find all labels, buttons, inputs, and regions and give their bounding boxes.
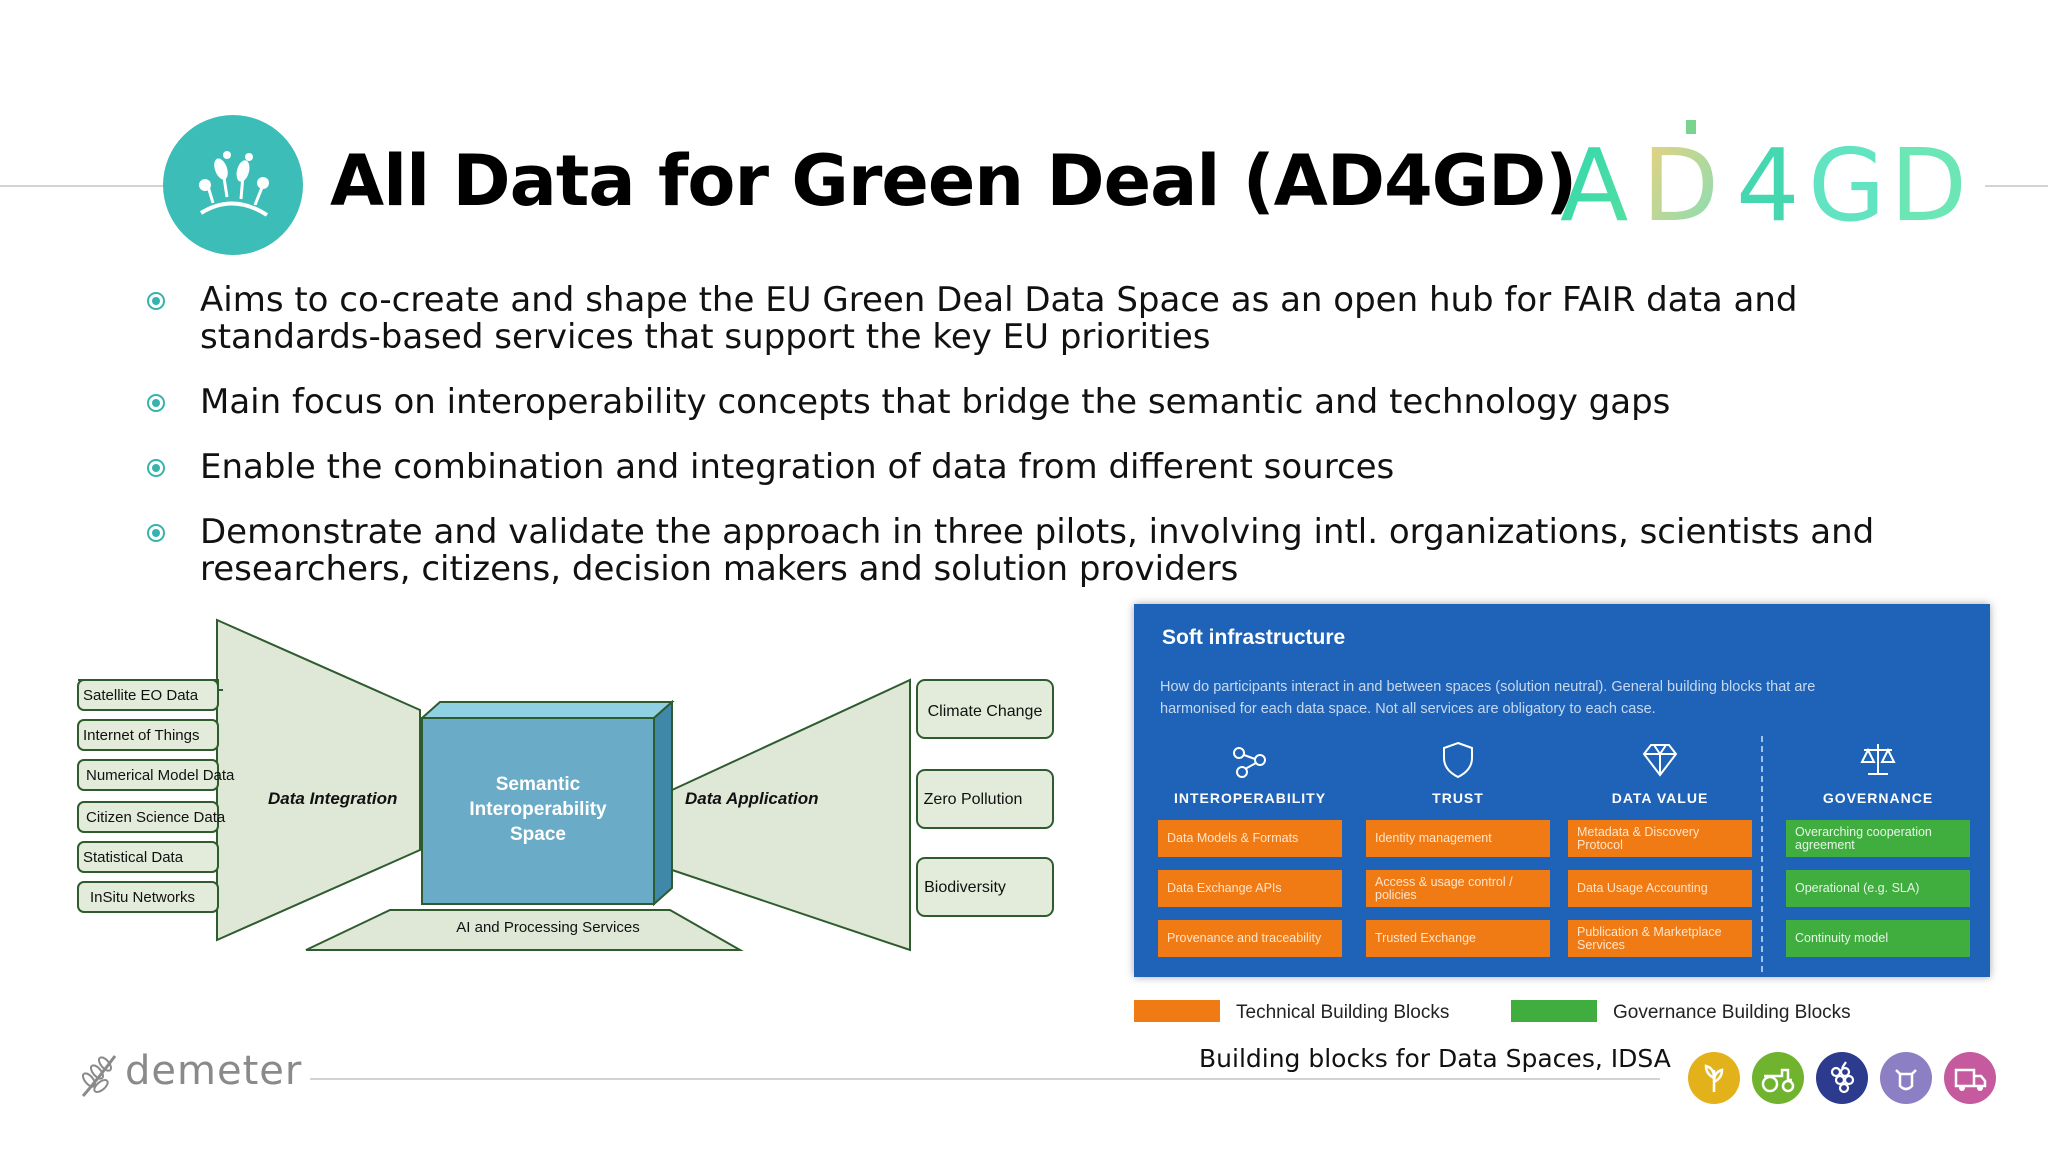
logo-letter-d: D bbox=[1642, 127, 1719, 230]
logo-letter-g: G bbox=[1808, 127, 1886, 230]
column-divider bbox=[1761, 736, 1763, 972]
bullet-text: Demonstrate and validate the approach in… bbox=[200, 512, 1875, 589]
leaf-badge-icon bbox=[163, 115, 303, 255]
tractor-icon bbox=[1752, 1052, 1804, 1104]
building-block: Identity management bbox=[1366, 820, 1550, 857]
input-statistical-label: Statistical Data bbox=[83, 849, 184, 866]
wheat-icon bbox=[81, 1055, 117, 1097]
diamond-icon bbox=[1568, 740, 1752, 786]
column-heading: DATA VALUE bbox=[1611, 790, 1709, 806]
bullet-item: Enable the combination and integration o… bbox=[145, 449, 1905, 486]
bullet-dot-icon bbox=[147, 524, 165, 542]
bullet-dot-icon bbox=[147, 459, 165, 477]
infra-description: How do participants interact in and betw… bbox=[1160, 679, 1816, 717]
legend-swatch-technical bbox=[1134, 1000, 1220, 1022]
building-block: Provenance and traceability bbox=[1158, 920, 1342, 957]
ad4gd-logo: A D 4 G D bbox=[1560, 120, 1980, 244]
grapes-icon bbox=[1816, 1052, 1868, 1104]
truck-icon bbox=[1944, 1052, 1996, 1104]
bullet-text: Main focus on interoperability concepts … bbox=[200, 382, 1671, 422]
center-line-3: Space bbox=[510, 824, 566, 845]
legend-label-governance: Governance Building Blocks bbox=[1613, 1002, 1851, 1023]
building-block: Publication & Marketplace Services bbox=[1568, 920, 1752, 957]
input-iot-label: Internet of Things bbox=[83, 727, 199, 744]
column-heading: GOVERNANCE bbox=[1822, 790, 1934, 806]
building-block: Overarching cooperation agreement bbox=[1786, 820, 1970, 857]
input-satellite-label: Satellite EO Data bbox=[83, 687, 199, 704]
center-line-1: Semantic bbox=[496, 774, 581, 795]
bullet-dot-icon bbox=[147, 292, 165, 310]
input-insitu-label: InSitu Networks bbox=[90, 889, 195, 906]
crop-icon bbox=[1688, 1052, 1740, 1104]
share-icon bbox=[1158, 740, 1342, 786]
footer-rule bbox=[310, 1078, 1660, 1080]
demeter-wordmark: demeter bbox=[125, 1048, 303, 1094]
building-block: Data Exchange APIs bbox=[1158, 870, 1342, 907]
data-application-label: Data Application bbox=[685, 789, 819, 808]
interoperability-diagram: Satellite EO Data Internet of Things Num… bbox=[60, 600, 1060, 980]
output-biodiversity-label: Biodiversity bbox=[924, 879, 1006, 896]
building-block: Continuity model bbox=[1786, 920, 1970, 957]
infra-title: Soft infrastructure bbox=[1162, 626, 1346, 649]
bullet-item: Main focus on interoperability concepts … bbox=[145, 384, 1905, 421]
output-pollution-label: Zero Pollution bbox=[924, 791, 1023, 808]
building-block: Operational (e.g. SLA) bbox=[1786, 870, 1970, 907]
ai-services-label: AI and Processing Services bbox=[456, 919, 639, 936]
logo-digit-4: 4 bbox=[1736, 127, 1800, 230]
input-model-label: Numerical Model Data bbox=[86, 767, 235, 784]
bullet-item: Demonstrate and validate the approach in… bbox=[145, 514, 1905, 588]
data-integration-label: Data Integration bbox=[268, 789, 397, 808]
demeter-logo: demeter bbox=[75, 1048, 301, 1108]
logo-letter-a: A bbox=[1560, 127, 1628, 230]
page-title: All Data for Green Deal (AD4GD) bbox=[330, 140, 1577, 222]
building-block: Access & usage control / policies bbox=[1366, 870, 1550, 907]
legend-swatch-governance bbox=[1511, 1000, 1597, 1022]
bullet-dot-icon bbox=[147, 394, 165, 412]
column-heading: TRUST bbox=[1432, 790, 1484, 806]
output-climate-label: Climate Change bbox=[928, 703, 1043, 720]
center-line-2: Interoperability bbox=[469, 799, 607, 820]
legend-label-technical: Technical Building Blocks bbox=[1236, 1002, 1450, 1023]
soft-infrastructure-panel: Soft infrastructure How do participants … bbox=[1134, 604, 1990, 977]
logo-letter-d2: D bbox=[1890, 127, 1967, 230]
header-rule-right bbox=[1985, 185, 2048, 187]
bullet-text: Aims to co-create and shape the EU Green… bbox=[200, 280, 1798, 357]
bullet-list: Aims to co-create and shape the EU Green… bbox=[145, 282, 1905, 616]
bullet-text: Enable the combination and integration o… bbox=[200, 447, 1395, 487]
building-block: Metadata & Discovery Protocol bbox=[1568, 820, 1752, 857]
bullet-item: Aims to co-create and shape the EU Green… bbox=[145, 282, 1905, 356]
cattle-icon bbox=[1880, 1052, 1932, 1104]
column-heading: INTEROPERABILITY bbox=[1173, 790, 1327, 806]
building-block: Data Models & Formats bbox=[1158, 820, 1342, 857]
scales-icon bbox=[1786, 740, 1970, 786]
input-citizen-label: Citizen Science Data bbox=[86, 809, 226, 826]
building-block: Data Usage Accounting bbox=[1568, 870, 1752, 907]
figure-caption: Building blocks for Data Spaces, IDSA bbox=[1199, 1044, 1671, 1073]
header-rule-left bbox=[0, 185, 165, 187]
building-block: Trusted Exchange bbox=[1366, 920, 1550, 957]
shield-icon bbox=[1366, 740, 1550, 786]
